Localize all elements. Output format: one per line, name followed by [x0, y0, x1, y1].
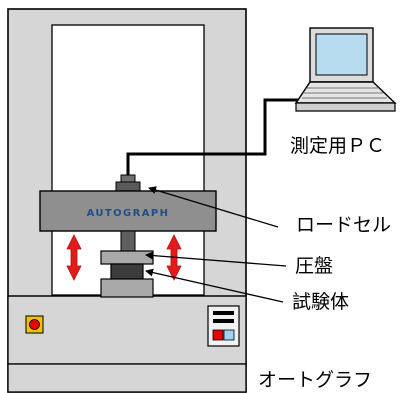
platen-leader	[145, 251, 287, 267]
specimen	[110, 263, 144, 280]
load-cell-label: ロードセル	[296, 214, 391, 236]
pc-label: 測定用ＰＣ	[290, 135, 385, 157]
signal-cable	[126, 98, 300, 178]
upper-rod	[120, 230, 136, 254]
crosshead: AUTOGRAPH	[39, 190, 217, 232]
crosshead-brand: AUTOGRAPH	[87, 208, 170, 219]
load-cell-leader	[148, 186, 279, 228]
platen-label: 圧盤	[295, 255, 333, 277]
lower-platen	[100, 278, 154, 298]
upper-platen	[100, 250, 154, 265]
specimen-label: 試験体	[292, 291, 349, 313]
control-panel[interactable]	[207, 305, 240, 347]
left-double-arrow	[66, 234, 82, 281]
machine-label: オートグラフ	[258, 369, 372, 391]
specimen-leader	[145, 268, 284, 303]
power-button[interactable]	[25, 315, 44, 334]
laptop-icon	[294, 27, 397, 112]
